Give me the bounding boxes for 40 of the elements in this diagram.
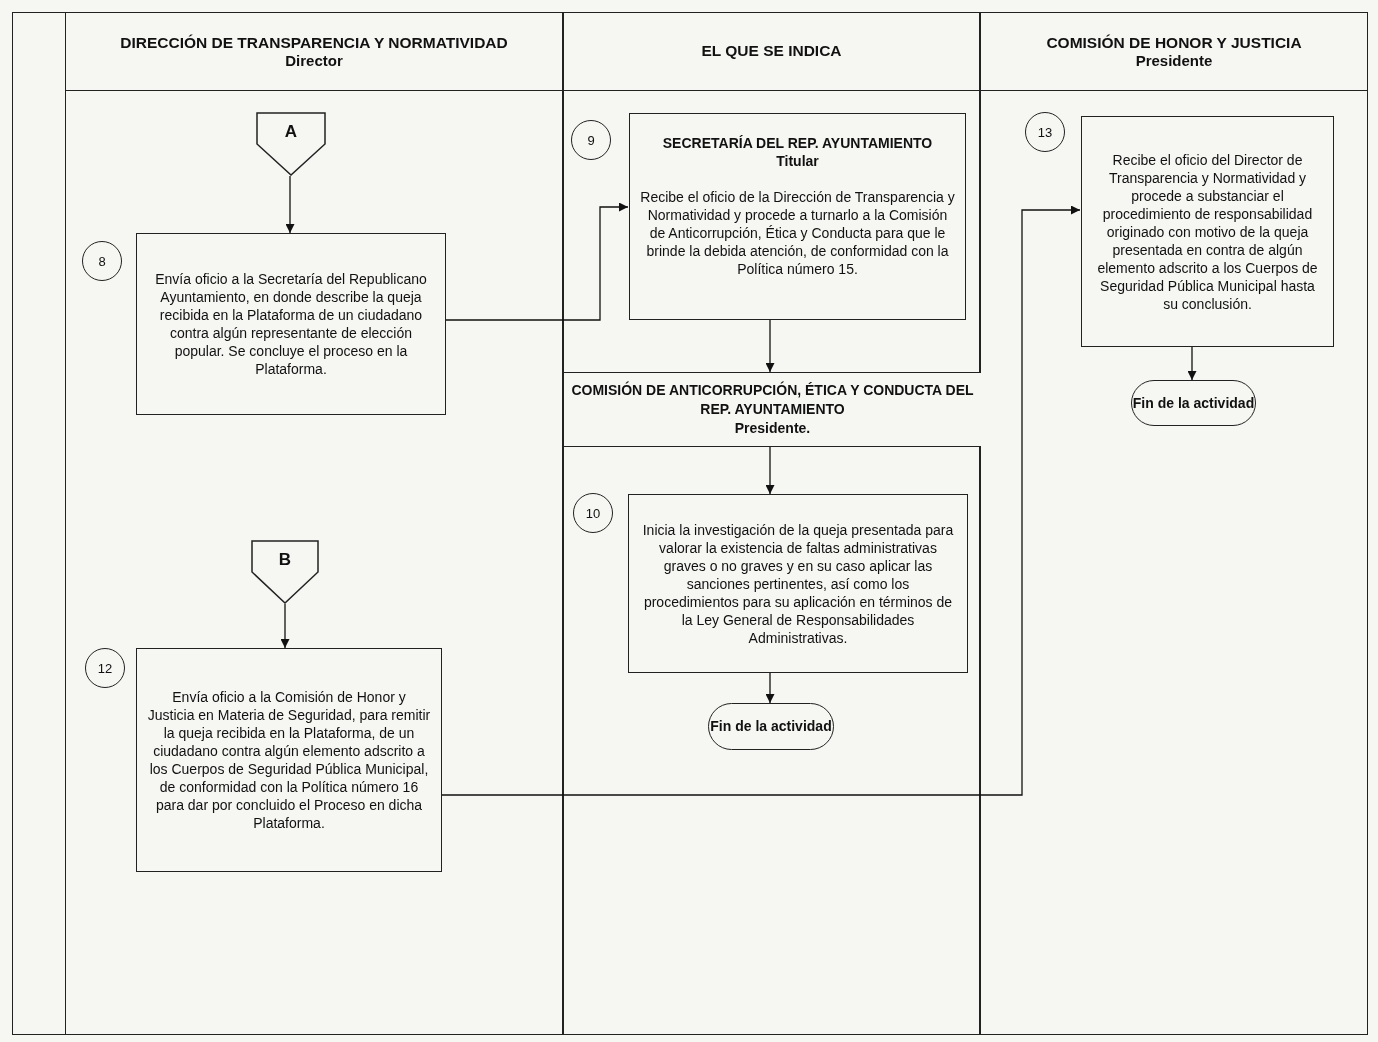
lane-subtitle: Director: [285, 51, 343, 69]
arrow: [765, 672, 775, 704]
process-description: Inicia la investigación de la queja presentada para valorar la existencia de faltas administrativas graves o no graves y en su caso aplicar las sanciones pertinentes, así como los procedimientos para su aplicación en términos de la Ley General de Responsabilidades Administrativas.: [641, 520, 955, 647]
process-description: Recibe el oficio del Director de Transparencia y Normatividad y procede a substanciar el procedimiento de responsabilidad originado con motivo de la queja presentada en contra de algún elemento adscrito a los Cuerpos de Seguridad Pública Municipal hasta su conclusión.: [1096, 150, 1319, 313]
connector-label: B: [277, 550, 293, 570]
step-number: 10: [573, 493, 613, 533]
lane-title: EL QUE SE INDICA: [701, 42, 842, 60]
step-number: 12: [85, 648, 125, 688]
process-description: Envía oficio a la Comisión de Honor y Justicia en Materia de Seguridad, para remitir la queja recibida en la Plataforma, de un ciudadano contra algún elemento adscrito a los Cuerpos de Seguridad Pública Municipal, de conformidad con la Política número 16 para dar por concluido el Proceso en dicha Plataforma.: [147, 688, 431, 832]
process-box: [628, 494, 968, 673]
lane-title: DIRECCIÓN DE TRANSPARENCIA Y NORMATIVIDAD: [120, 33, 508, 52]
swimlane: [563, 12, 980, 1035]
swimlane: [65, 12, 563, 1035]
arrow: [1187, 346, 1197, 381]
arrow: [765, 319, 775, 373]
arrow: [285, 175, 295, 234]
process-box: [1081, 116, 1334, 347]
step-number: 9: [571, 120, 611, 160]
terminator: Fin de la actividad: [1131, 380, 1256, 426]
swimlane: [980, 12, 1368, 1035]
arrow: [765, 446, 775, 495]
band-subtitle: Presidente.: [734, 419, 811, 438]
lane-subtitle: Presidente: [1135, 51, 1213, 69]
arrow: [280, 603, 290, 649]
process-description: Envía oficio a la Secretaría del Republicano Ayuntamiento, en donde describe la queja recibida en la Plataforma de un ciudadano contra algún representante de elección popular. Se concluye el proceso en la Plataforma.: [154, 270, 428, 378]
step-number: 13: [1025, 112, 1065, 152]
box-title: SECRETARÍA DEL REP. AYUNTAMIENTO: [662, 134, 933, 152]
lane-title: COMISIÓN DE HONOR Y JUSTICIA: [1046, 33, 1302, 52]
header-band: [564, 372, 981, 447]
step-number: 8: [82, 241, 122, 281]
process-box: [136, 233, 446, 415]
process-description: Recibe el oficio de la Dirección de Transparencia y Normatividad y procede a turnarlo a la Comisión de Anticorrupción, Ética y Conducta para que le brinde la debida atención, de conformidad con la Política número 15.: [640, 188, 955, 278]
band-title: COMISIÓN DE ANTICORRUPCIÓN, ÉTICA Y CONDUCTA DEL REP. AYUNTAMIENTO: [570, 381, 975, 419]
arrow: [444, 202, 629, 321]
terminator: Fin de la actividad: [708, 703, 834, 750]
process-box: [136, 648, 442, 872]
connector-label: A: [283, 122, 299, 142]
process-box: [629, 113, 966, 320]
box-subtitle: Titular: [776, 152, 819, 170]
arrow: [440, 205, 1081, 796]
